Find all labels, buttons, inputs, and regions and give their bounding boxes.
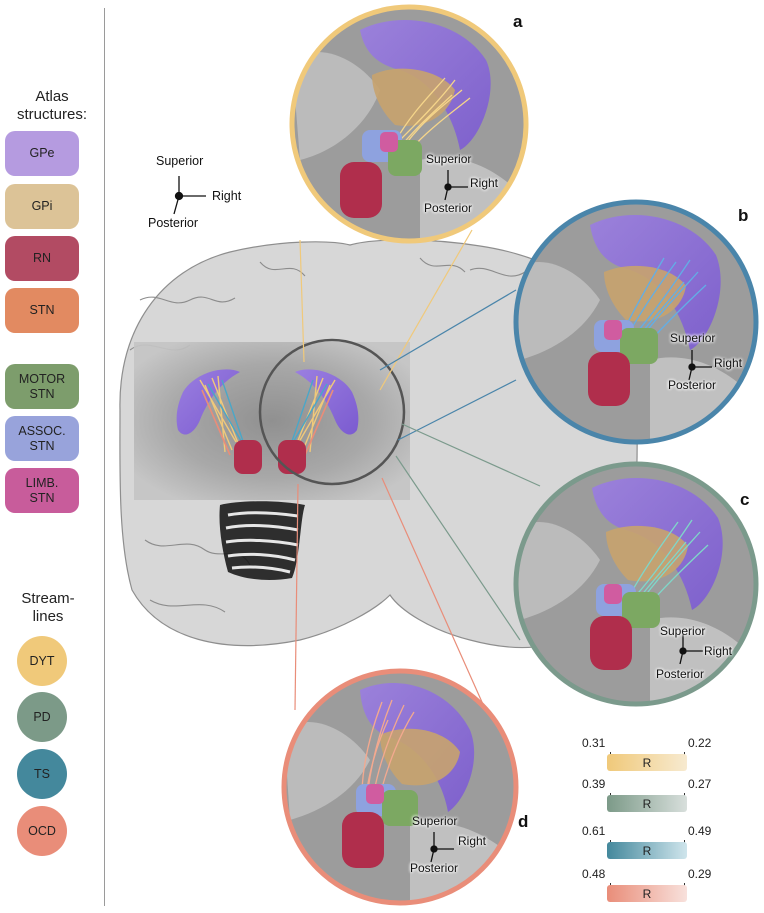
panel-a-border bbox=[289, 4, 529, 244]
panel-b-image bbox=[516, 202, 756, 442]
colorbar-pd-bar bbox=[607, 795, 687, 812]
panel-c-label: c bbox=[740, 490, 750, 509]
colorbar-ocd-left-value: 0.48 bbox=[582, 867, 606, 881]
panel-c-border bbox=[513, 461, 759, 707]
legend-stn-label: STN bbox=[29, 303, 55, 317]
colorbar-ts-label: R bbox=[642, 844, 652, 858]
brain-slice bbox=[119, 239, 638, 649]
panel-b-posterior-label: Posterior bbox=[668, 378, 717, 392]
panel-d-right-label: Right bbox=[458, 834, 487, 848]
panel-c-posterior-label: Posterior bbox=[656, 667, 705, 681]
colorbar-pd-left-value: 0.39 bbox=[582, 777, 606, 791]
colorbar-dyt-bar bbox=[607, 754, 687, 771]
legend-assoc-stn-label: ASSOC. STN bbox=[18, 423, 66, 453]
panel-d-label: d bbox=[518, 812, 529, 831]
legend-gpe-label: GPe bbox=[29, 146, 55, 160]
panel-a-right-label: Right bbox=[470, 176, 499, 190]
panel-b-superior-label: Superior bbox=[670, 331, 716, 345]
legend-limb-stn-label: LIMB. STN bbox=[25, 475, 59, 505]
colorbar-dyt-left-value: 0.31 bbox=[582, 736, 606, 750]
colorbar-dyt-label: R bbox=[642, 756, 652, 770]
legend-gpi: GPi bbox=[5, 184, 79, 229]
legend-motor-stn-label: MOTOR STN bbox=[18, 371, 66, 401]
colorbar-ts-right-value: 0.49 bbox=[688, 824, 712, 838]
legend-ts: TS bbox=[17, 749, 67, 799]
legend-gpe: GPe bbox=[5, 131, 79, 176]
panel-b-label: b bbox=[738, 206, 749, 225]
panel-a-posterior-label: Posterior bbox=[424, 201, 473, 215]
legend-motor-stn: MOTOR STN bbox=[5, 364, 79, 409]
legend-limb-stn: LIMB. STN bbox=[5, 468, 79, 513]
colorbar-ocd-right-value: 0.29 bbox=[688, 867, 712, 881]
legend-dyt-label: DYT bbox=[29, 654, 55, 668]
panel-d-posterior-label: Posterior bbox=[410, 861, 459, 875]
section-divider bbox=[104, 8, 105, 906]
legend-ocd: OCD bbox=[17, 806, 67, 856]
orientation-superior-label: Superior bbox=[156, 154, 204, 168]
panel-c-superior-label: Superior bbox=[660, 624, 706, 638]
legend-gpi-label: GPi bbox=[31, 199, 53, 213]
colorbar-pd-label: R bbox=[642, 797, 652, 811]
colorbar-dyt-right-value: 0.22 bbox=[688, 736, 712, 750]
panel-d-superior-label: Superior bbox=[412, 814, 458, 828]
colorbar-ocd-bar bbox=[607, 885, 687, 902]
colorbar-ocd-label: R bbox=[642, 887, 652, 901]
orientation-posterior-label: Posterior bbox=[148, 216, 199, 230]
panel-c-right-label: Right bbox=[704, 644, 733, 658]
legend-rn-label: RN bbox=[32, 251, 52, 265]
colorbar-ts-bar bbox=[607, 842, 687, 859]
legend-ts-label: TS bbox=[34, 767, 50, 781]
colorbar-pd-right-value: 0.27 bbox=[688, 777, 712, 791]
legend-pd: PD bbox=[17, 692, 67, 742]
atlas-structures-title: Atlas structures: bbox=[16, 88, 88, 123]
panel-d-border bbox=[281, 668, 519, 906]
panel-a-image bbox=[292, 7, 526, 241]
panel-a-superior-label: Superior bbox=[426, 152, 472, 166]
legend-assoc-stn: ASSOC. STN bbox=[5, 416, 79, 461]
panel-b-border bbox=[513, 199, 759, 445]
legend-pd-label: PD bbox=[33, 710, 51, 724]
legend-stn: STN bbox=[5, 288, 79, 333]
colorbar-ts-left-value: 0.61 bbox=[582, 824, 606, 838]
panel-a-label: a bbox=[513, 12, 523, 31]
panel-b-right-label: Right bbox=[714, 356, 743, 370]
legend-ocd-label: OCD bbox=[28, 824, 56, 838]
legend-dyt: DYT bbox=[17, 636, 67, 686]
orientation-axes bbox=[173, 170, 712, 863]
legend-rn: RN bbox=[5, 236, 79, 281]
orientation-right-label: Right bbox=[212, 189, 242, 203]
panel-d-image bbox=[284, 671, 516, 903]
streamlines-title: Stream- lines bbox=[21, 590, 75, 625]
zoom-connectors bbox=[294, 229, 541, 721]
